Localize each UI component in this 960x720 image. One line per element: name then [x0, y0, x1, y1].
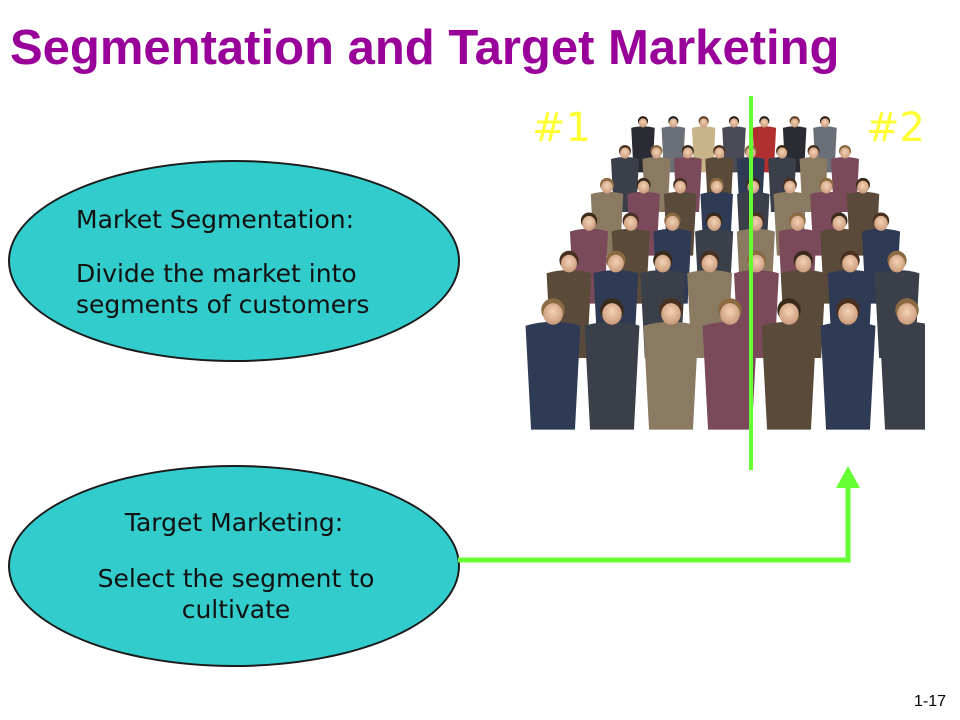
- crowd-person-face: [654, 254, 671, 273]
- crowd-person-face: [620, 147, 630, 159]
- crowd-person-face: [714, 147, 725, 159]
- crowd-person-body: [820, 321, 876, 430]
- target-marketing-body: Select the segment to cultivate: [97, 564, 375, 624]
- crowd-person-face: [651, 147, 662, 159]
- crowd-person-face: [832, 215, 847, 231]
- crowd-person-face: [729, 118, 739, 128]
- crowd-person-face: [669, 118, 678, 128]
- crowd-person-face: [820, 180, 833, 194]
- slide-title: Segmentation and Target Marketing: [10, 21, 840, 75]
- market-segmentation-ellipse: Market Segmentation: Divide the market i…: [8, 160, 460, 362]
- crowd-person-face: [699, 118, 708, 128]
- crowd-person-face: [720, 303, 740, 325]
- crowd-person-face: [897, 303, 917, 325]
- crowd-person-face: [747, 180, 760, 194]
- target-arrow-head: [836, 466, 860, 488]
- crowd-person-face: [745, 147, 756, 159]
- crowd-person-face: [760, 118, 769, 128]
- crowd-person-face: [637, 180, 650, 194]
- crowd-person-face: [779, 303, 799, 325]
- crowd-person-face: [601, 180, 613, 194]
- market-segmentation-heading: Market Segmentation:: [76, 205, 355, 234]
- crowd-person-face: [838, 303, 858, 325]
- crowd-person-face: [665, 215, 680, 231]
- crowd-person-face: [857, 180, 869, 194]
- market-segmentation-body: Divide the market into segments of custo…: [76, 259, 370, 319]
- crowd-person-face: [582, 215, 596, 231]
- crowd-person-face: [808, 147, 819, 159]
- target-marketing-heading: Target Marketing:: [124, 508, 344, 537]
- crowd-person-face: [820, 118, 830, 128]
- target-marketing-ellipse: Target Marketing: Select the segment to …: [8, 465, 460, 667]
- crowd-person-body: [584, 321, 640, 430]
- crowd-person-body: [702, 321, 758, 430]
- target-arrow-connector: [458, 488, 851, 563]
- crowd-person-face: [701, 254, 718, 273]
- segment-label-2: #2: [866, 105, 925, 151]
- crowd-person-face: [784, 180, 796, 194]
- crowd-person-face: [543, 303, 563, 325]
- crowd-person-face: [748, 254, 765, 273]
- crowd-person-body: [525, 321, 581, 430]
- crowd-person-face: [874, 215, 888, 231]
- crowd-person-face: [638, 118, 648, 128]
- crowd-person-face: [674, 180, 686, 194]
- segment-label-1: #1: [532, 105, 591, 151]
- crowd-photo: [525, 116, 925, 430]
- crowd-person-face: [749, 215, 763, 231]
- crowd-person-body: [643, 321, 699, 430]
- page-number: 1-17: [913, 693, 946, 710]
- crowd-person-face: [889, 254, 905, 273]
- crowd-person-face: [790, 118, 799, 128]
- crowd-person-face: [790, 215, 805, 231]
- crowd-person-body: [761, 321, 817, 430]
- crowd-person-face: [707, 215, 721, 231]
- crowd-person-face: [795, 254, 812, 273]
- crowd-person-body: [879, 321, 925, 430]
- crowd-person-face: [623, 215, 638, 231]
- crowd-person-face: [682, 147, 693, 159]
- crowd-person-face: [661, 303, 681, 325]
- crowd-person-face: [561, 254, 577, 273]
- crowd-person-face: [602, 303, 622, 325]
- crowd-person-face: [777, 147, 788, 159]
- crowd-person-face: [842, 254, 859, 273]
- crowd-person-face: [840, 147, 850, 159]
- crowd-person-face: [607, 254, 624, 273]
- crowd-person-face: [710, 180, 723, 194]
